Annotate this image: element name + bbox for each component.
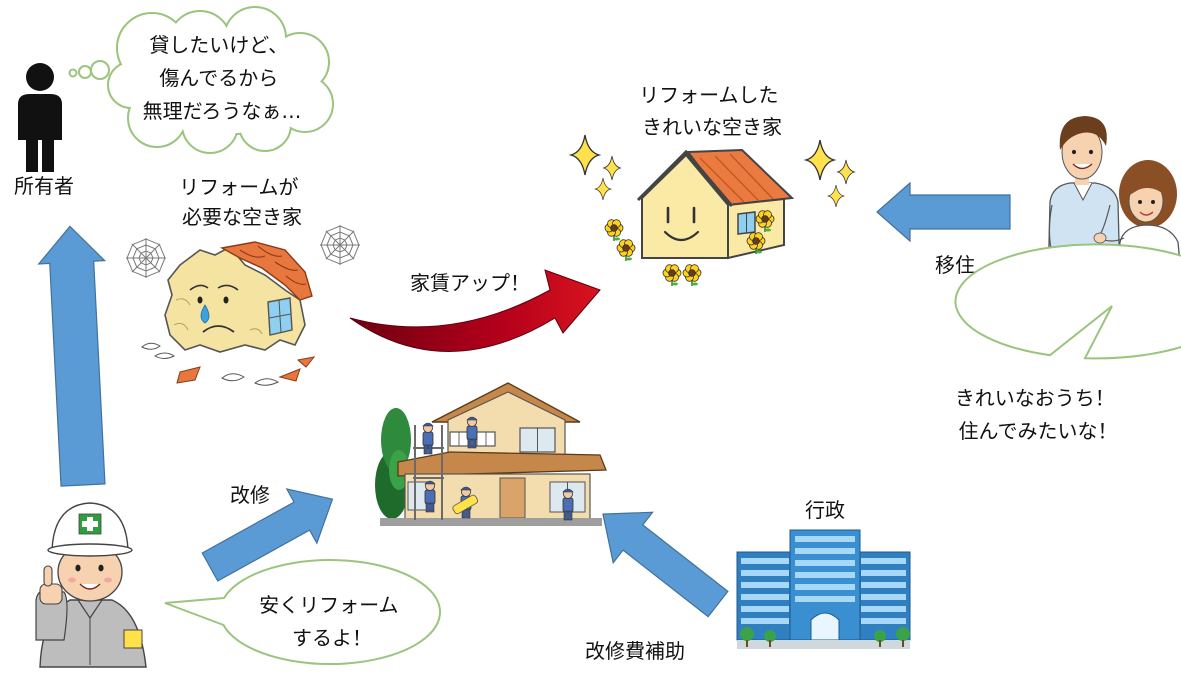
renovated-house-label-line-2: きれいな空き家 — [642, 115, 782, 139]
office-building-icon — [736, 529, 911, 649]
sparkle-icon — [805, 139, 855, 208]
arrow-migration — [876, 181, 1011, 243]
renovation-arrow-label: 改修 — [230, 483, 270, 507]
thought-cloud-fill — [109, 8, 332, 152]
arrow-to-owner — [37, 225, 107, 487]
happy-house-icon — [636, 148, 795, 260]
contractor-speech-bubble: 安くリフォーム するよ！ — [164, 559, 441, 666]
house-under-renovation-icon — [375, 382, 607, 526]
renovation-subsidy-label: 改修費補助 — [585, 639, 685, 663]
damaged-house-label-line-1: リフォームが — [179, 175, 298, 199]
contractor-speech-line-1: 安くリフォーム — [259, 593, 398, 617]
rent-increase-arrow — [349, 269, 601, 352]
damaged-house-label: リフォームが 必要な空き家 — [179, 175, 305, 229]
owner-thought-bubble: 貸したいけど、 傷んでるから 無理だろうなぁ… — [68, 6, 334, 154]
migrants-speech-bubble: きれいなおうち！ 住んでみたいな！ — [954, 243, 1181, 443]
damaged-house-icon — [164, 241, 313, 353]
migrants-speech-line-2: 住んでみたいな！ — [959, 419, 1118, 443]
migrants-speech-text: きれいなおうち！ 住んでみたいな！ — [955, 386, 1121, 443]
renovated-house-label-line-1: リフォームした — [639, 83, 778, 107]
renovated-house-label: リフォームした きれいな空き家 — [639, 83, 785, 139]
owner-thought-text: 貸したいけど、 傷んでるから 無理だろうなぁ… — [143, 33, 302, 123]
arrow-renovation-subsidy — [602, 511, 729, 618]
speech-bubble-shape — [164, 559, 441, 666]
worker-figure-icon — [422, 422, 434, 455]
owner-thought-line-1: 貸したいけど、 — [149, 33, 288, 57]
owner-label: 所有者 — [14, 174, 74, 198]
thought-trail-dots — [68, 60, 110, 80]
contractor-speech-text: 安くリフォーム するよ！ — [259, 593, 405, 650]
sparkle-icon — [570, 134, 621, 201]
contractor-speech-line-2: するよ！ — [292, 626, 372, 650]
owner-thought-line-3: 無理だろうなぁ… — [143, 99, 302, 123]
owner-silhouette-icon — [18, 63, 62, 172]
cobweb-icon — [319, 224, 361, 266]
damaged-house-label-line-2: 必要な空き家 — [182, 205, 302, 229]
arrow-renovation — [201, 488, 334, 582]
speech-bubble-shape — [954, 243, 1181, 360]
cobweb-icon — [125, 237, 167, 279]
debris-icon — [141, 342, 316, 386]
rent-increase-label: 家賃アップ！ — [410, 271, 530, 295]
government-label: 行政 — [805, 498, 845, 522]
migrants-speech-line-1: きれいなおうち！ — [955, 386, 1115, 410]
migration-label: 移住 — [935, 253, 975, 277]
owner-thought-line-2: 傷んでるから — [159, 66, 278, 90]
construction-worker-icon — [35, 502, 147, 668]
